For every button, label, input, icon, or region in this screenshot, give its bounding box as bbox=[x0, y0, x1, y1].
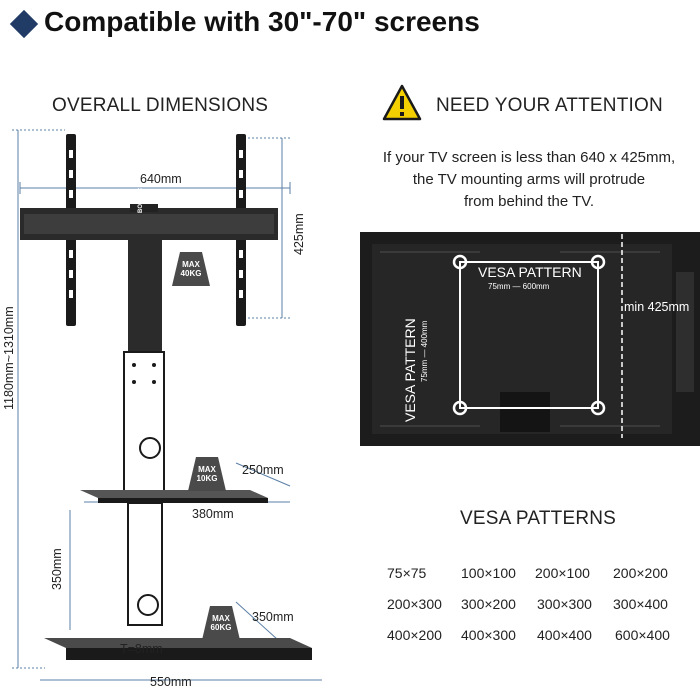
base-depth-label: 350mm bbox=[252, 610, 294, 624]
vesa-cell: 400×300 bbox=[461, 627, 516, 643]
header: Compatible with 30"-70" screens bbox=[0, 0, 700, 50]
vesa-cell: 200×300 bbox=[387, 596, 442, 612]
shelf-height-label: 350mm bbox=[50, 548, 64, 590]
shelf-width-label: 380mm bbox=[192, 507, 234, 521]
attention-text: If your TV screen is less than 640 x 425… bbox=[382, 149, 676, 210]
warning-icon bbox=[382, 84, 422, 122]
brand-label: BONTEC bbox=[138, 187, 144, 213]
vesa-heading: VESA PATTERNS bbox=[460, 508, 617, 529]
height-total-label: 1180mm~1310mm bbox=[2, 306, 16, 410]
base-width-label: 550mm bbox=[150, 675, 192, 689]
min-height-label: min 425mm bbox=[624, 300, 690, 314]
page-title: Compatible with 30"-70" screens bbox=[44, 6, 480, 37]
vesa-cell: 75×75 bbox=[387, 565, 427, 581]
vesa-vertical-range: 75mm — 400mm bbox=[420, 320, 429, 382]
vesa-cell: 300×200 bbox=[461, 596, 516, 612]
width-top-label: 640mm bbox=[140, 172, 182, 186]
dimensions-heading: OVERALL DIMENSIONS bbox=[52, 95, 269, 116]
vesa-cell: 600×400 bbox=[615, 627, 670, 643]
vesa-vertical-label: VESA PATTERN bbox=[402, 318, 418, 422]
vesa-horizontal-range: 75mm — 600mm bbox=[488, 282, 550, 291]
tv-back-panel: VESA PATTERN 75mm — 600mm VESA PATTERN 7… bbox=[360, 232, 700, 446]
vesa-cell: 400×200 bbox=[387, 627, 442, 643]
vesa-cell: 300×400 bbox=[613, 596, 668, 612]
diamond-icon bbox=[9, 9, 39, 39]
vesa-cell: 300×300 bbox=[537, 596, 592, 612]
vesa-horizontal-label: VESA PATTERN bbox=[478, 264, 582, 280]
stand-diagram bbox=[12, 129, 322, 681]
shelf-depth-label: 250mm bbox=[242, 463, 284, 477]
height-top-label: 425mm bbox=[292, 213, 306, 255]
thickness-label: T=8mm bbox=[120, 642, 163, 656]
vesa-cell: 200×100 bbox=[535, 565, 590, 581]
vesa-cell: 200×200 bbox=[613, 565, 668, 581]
vesa-cell: 100×100 bbox=[461, 565, 516, 581]
attention-heading: NEED YOUR ATTENTION bbox=[436, 95, 663, 116]
vesa-cell: 400×400 bbox=[537, 627, 592, 643]
